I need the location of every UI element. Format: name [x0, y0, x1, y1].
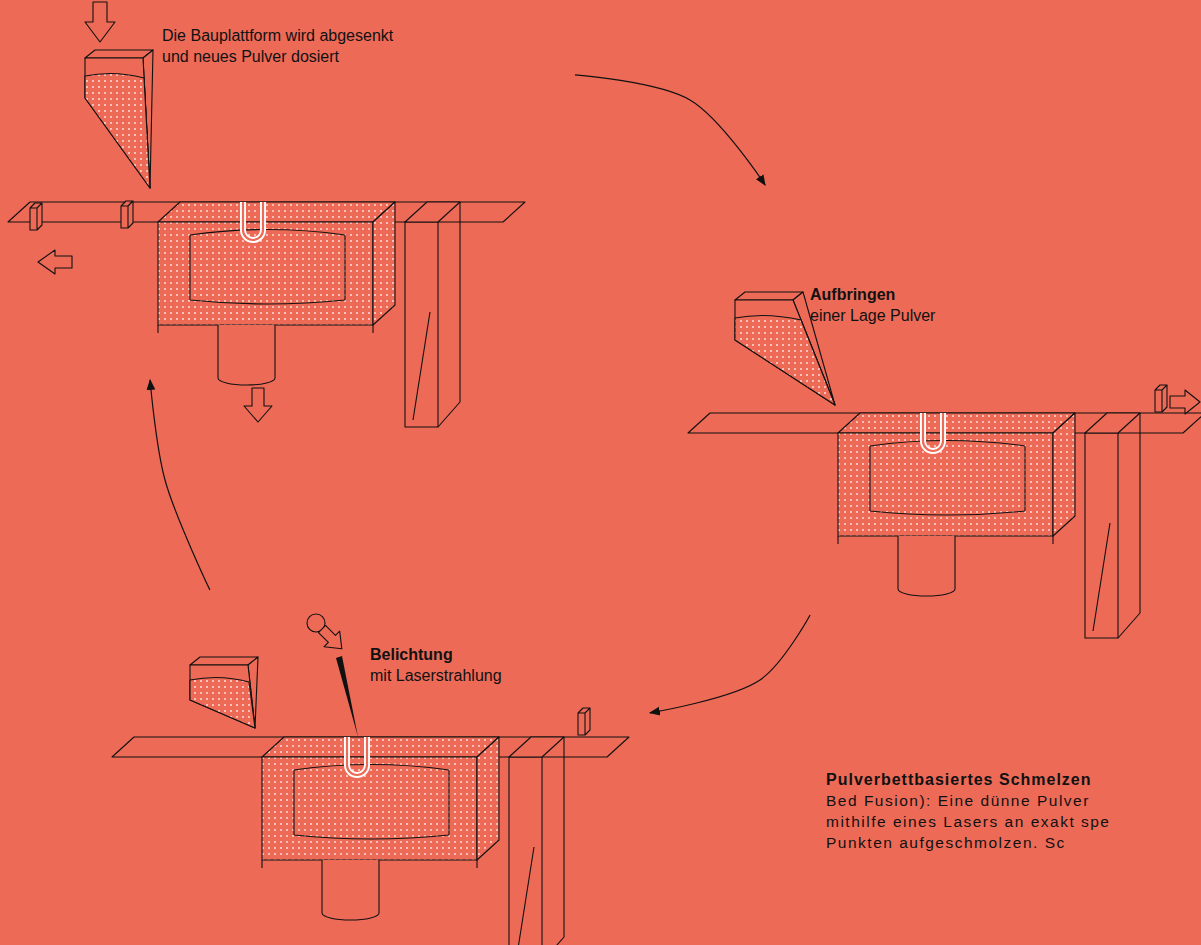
- hopper-front: [85, 58, 150, 188]
- stage-text: mit Laserstrahlung: [370, 666, 600, 687]
- powder-hopper: [190, 657, 258, 728]
- motion-arrow: [244, 388, 272, 422]
- caption-line: Punkten aufgeschmolzen. Sc: [826, 833, 1066, 853]
- laser-direction: [314, 621, 349, 656]
- stage-heading: Aufbringen: [810, 285, 1030, 306]
- machine-stage-lower: [8, 202, 525, 427]
- recoater-blade: [578, 708, 590, 735]
- caption-heading: Pulverbettbasiertes Schmelzen: [826, 770, 1092, 791]
- stage-heading: Die Bauplattform wird abgesenkt und neue…: [162, 26, 412, 68]
- hopper-powder: [735, 315, 835, 405]
- motion-arrow: [1170, 390, 1200, 414]
- recoater-blade: [121, 201, 133, 228]
- recoater-blade: [30, 203, 42, 230]
- laser-beam: [336, 656, 358, 737]
- machine-stage-expose: [112, 737, 629, 945]
- hopper-top: [190, 657, 258, 665]
- laser-arrow: [314, 621, 349, 656]
- motion-arrow: [38, 250, 72, 274]
- caption-line: Bed Fusion): Eine dünne Pulver: [826, 791, 1090, 811]
- hopper-top: [85, 50, 153, 58]
- hopper-front: [190, 665, 255, 728]
- process-stage: Aufbringeneiner Lage Pulver: [690, 185, 1201, 615]
- hopper-front: [735, 300, 835, 405]
- motion-arrow: [85, 2, 115, 42]
- powder-hopper: [85, 50, 153, 188]
- process-stage: Die Bauplattform wird abgesenkt und neue…: [0, 0, 575, 380]
- powder-hopper: [735, 292, 835, 405]
- hopper-powder: [85, 73, 150, 188]
- hopper-powder: [190, 677, 255, 728]
- cycle-arrow: [150, 380, 210, 590]
- caption-line: mithilfe eines Lasers an exakt spe: [826, 812, 1110, 832]
- cycle-arrow: [650, 615, 810, 713]
- stage-text: einer Lage Pulver: [810, 306, 1030, 327]
- cycle-arrow: [575, 75, 765, 185]
- stage-heading: Belichtung: [370, 645, 600, 666]
- hopper-top: [735, 292, 803, 300]
- cycle-arrows: [150, 75, 810, 713]
- process-stage: Belichtungmit Laserstrahlung: [110, 590, 650, 945]
- machine-stage-coat: [688, 413, 1201, 638]
- recoater-blade: [1155, 385, 1167, 412]
